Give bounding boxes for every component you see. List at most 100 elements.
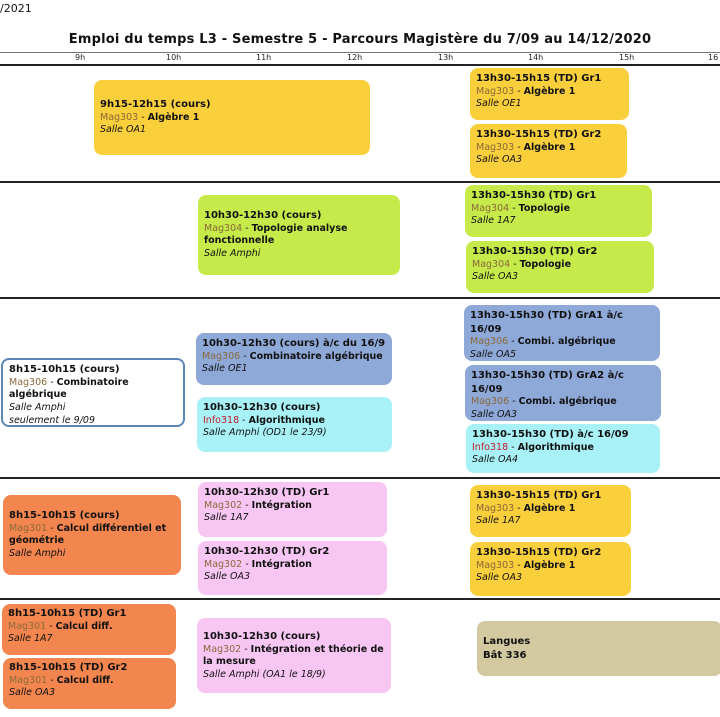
day-separator [0, 64, 720, 66]
room: Salle 1A7 [8, 633, 53, 645]
course-code: Info318 [203, 414, 240, 426]
room: Salle OE1 [476, 98, 522, 110]
event-combinatoire-td-gra2[interactable]: 13h30-15h30 (TD) GrA2 à/c 16/09 Mag306 -… [465, 365, 661, 421]
course-code: Mag304 [471, 202, 510, 214]
event-combinatoire-cours[interactable]: 10h30-12h30 (cours) à/c du 16/9 Mag306 -… [196, 333, 392, 385]
hour-label-16: 16 [708, 53, 719, 62]
event-time: 13h30-15h15 (TD) Gr1 [476, 490, 602, 501]
event-algebre-cours[interactable]: 9h15-12h15 (cours) Mag303 - Algèbre 1 Sa… [94, 80, 370, 155]
event-time: 10h30-12h30 (cours) [203, 631, 321, 642]
event-time: 8h15-10h15 (cours) [9, 510, 120, 521]
event-algebre-td-gr1[interactable]: 13h30-15h15 (TD) Gr1 Mag303 - Algèbre 1 … [470, 68, 629, 120]
course-code: Mag301 [9, 674, 48, 686]
room: Salle OA3 [476, 154, 523, 166]
course-name: Algorithmique [248, 414, 325, 426]
event-algorithmique-cours[interactable]: 10h30-12h30 (cours) Info318 - Algorithmi… [197, 397, 392, 452]
course-name: Calcul diff. [56, 674, 114, 686]
room: Salle OA3 [471, 408, 518, 420]
course-code: Mag304 [472, 258, 511, 270]
course-code: Mag301 [8, 620, 47, 632]
course-name: Calcul diff. [55, 620, 113, 632]
day-separator [0, 598, 720, 600]
event-calcul-diff-cours[interactable]: 8h15-10h15 (cours) Mag301 - Calcul diffé… [3, 495, 181, 575]
event-time: 8h15-10h15 (TD) Gr1 [8, 608, 127, 619]
event-time: 13h30-15h15 (TD) Gr2 [476, 547, 602, 558]
room: Salle Amphi (OA1 le 18/9) [203, 669, 326, 681]
course-code: Mag302 [203, 643, 242, 655]
event-time: 13h30-15h30 (TD) Gr2 [472, 246, 598, 257]
event-time: 8h15-10h15 (TD) Gr2 [9, 662, 128, 673]
room: Salle OE1 [202, 363, 248, 375]
event-time: 10h30-12h30 (TD) Gr1 [204, 487, 330, 498]
event-integration-td-gr1[interactable]: 10h30-12h30 (TD) Gr1 Mag302 - Intégratio… [198, 482, 387, 537]
course-code: Mag302 [204, 499, 243, 511]
event-integration-cours[interactable]: 10h30-12h30 (cours) Mag302 - Intégration… [197, 618, 391, 693]
course-code: Mag303 [476, 85, 515, 97]
event-time: 8h15-10h15 (cours) [9, 364, 120, 375]
course-code: Mag306 [470, 336, 509, 347]
room: Salle Amphi [204, 248, 261, 260]
event-note: seulement le 9/09 [9, 414, 96, 426]
event-algorithmique-td[interactable]: 13h30-15h30 (TD) à/c 16/09 Info318 - Alg… [466, 424, 660, 473]
course-name: Intégration et théorie de la mesure [203, 643, 384, 668]
event-topologie-cours[interactable]: 10h30-12h30 (cours) Mag304 - Topologie a… [198, 195, 400, 275]
event-time: 9h15-12h15 (cours) [100, 99, 211, 110]
day-separator [0, 477, 720, 479]
event-langues[interactable]: Langues Bât 336 [477, 621, 720, 676]
room: Salle 1A7 [471, 215, 516, 227]
event-integration-td-gr2[interactable]: 10h30-12h30 (TD) Gr2 Mag302 - Intégratio… [198, 541, 387, 595]
hour-label-9: 9h [75, 53, 86, 62]
course-name: Combinatoire algébrique [249, 350, 383, 362]
event-combinatoire-td-gra1[interactable]: 13h30-15h30 (TD) GrA1 à/c 16/09 Mag306 -… [464, 305, 660, 361]
course-name: Calcul différentiel et géométrie [9, 522, 167, 547]
course-name: Algorithmique [517, 441, 594, 453]
room: Salle Amphi [9, 402, 66, 414]
room: Salle OA3 [472, 271, 519, 283]
time-axis [0, 52, 720, 53]
room: Salle OA3 [204, 571, 251, 583]
course-code: Info318 [472, 441, 509, 453]
hour-label-15: 15h [619, 53, 635, 62]
event-algebre-td-gr1-fri[interactable]: 13h30-15h15 (TD) Gr1 Mag303 - Algèbre 1 … [470, 485, 631, 537]
date-fragment: /2021 [0, 2, 32, 15]
room: Salle OA3 [9, 687, 56, 699]
event-time: 13h30-15h30 (TD) à/c 16/09 [472, 429, 629, 440]
event-time: 13h30-15h30 (TD) GrA1 à/c 16/09 [470, 310, 623, 335]
hour-label-13: 13h [438, 53, 454, 62]
room: Salle OA1 [100, 124, 147, 136]
room: Bât 336 [483, 649, 527, 661]
room: Salle Amphi [9, 548, 66, 560]
room: Salle OA4 [472, 454, 519, 466]
course-code: Mag301 [9, 522, 48, 534]
course-name: Algèbre 1 [523, 85, 576, 97]
course-code: Mag306 [471, 396, 510, 407]
course-code: Mag304 [204, 222, 243, 234]
event-calcul-diff-td-gr1[interactable]: 8h15-10h15 (TD) Gr1 Mag301 - Calcul diff… [2, 604, 176, 655]
hour-label-14: 14h [528, 53, 544, 62]
event-calcul-diff-td-gr2[interactable]: 8h15-10h15 (TD) Gr2 Mag301 - Calcul diff… [3, 658, 176, 709]
room: Salle 1A7 [204, 512, 249, 524]
hour-label-11: 11h [256, 53, 272, 62]
course-name: Algèbre 1 [523, 559, 576, 571]
event-time: 10h30-12h30 (cours) [203, 402, 321, 413]
page-title: Emploi du temps L3 - Semestre 5 - Parcou… [68, 32, 652, 47]
event-algebre-td-gr2-fri[interactable]: 13h30-15h15 (TD) Gr2 Mag303 - Algèbre 1 … [470, 542, 631, 596]
event-time: 13h30-15h30 (TD) GrA2 à/c 16/09 [471, 370, 624, 395]
course-code: Mag306 [202, 350, 241, 362]
event-combinatoire-cours-9-09[interactable]: 8h15-10h15 (cours) Mag306 - Combinatoire… [1, 358, 185, 427]
event-topologie-td-gr1[interactable]: 13h30-15h30 (TD) Gr1 Mag304 - Topologie … [465, 185, 652, 237]
hour-label-12: 12h [347, 53, 363, 62]
course-code: Mag303 [476, 141, 515, 153]
event-time: 10h30-12h30 (cours) à/c du 16/9 [202, 338, 386, 349]
course-code: Mag302 [204, 558, 243, 570]
room: Salle OA5 [470, 348, 517, 360]
hour-label-10: 10h [166, 53, 182, 62]
course-name: Intégration [251, 558, 312, 570]
room: Salle 1A7 [476, 515, 521, 527]
course-name: Combi. algébrique [517, 336, 616, 347]
event-topologie-td-gr2[interactable]: 13h30-15h30 (TD) Gr2 Mag304 - Topologie … [466, 241, 654, 293]
course-name: Topologie [519, 258, 572, 270]
event-algebre-td-gr2[interactable]: 13h30-15h15 (TD) Gr2 Mag303 - Algèbre 1 … [470, 124, 627, 178]
course-name: Intégration [251, 499, 312, 511]
course-code: Mag303 [476, 502, 515, 514]
